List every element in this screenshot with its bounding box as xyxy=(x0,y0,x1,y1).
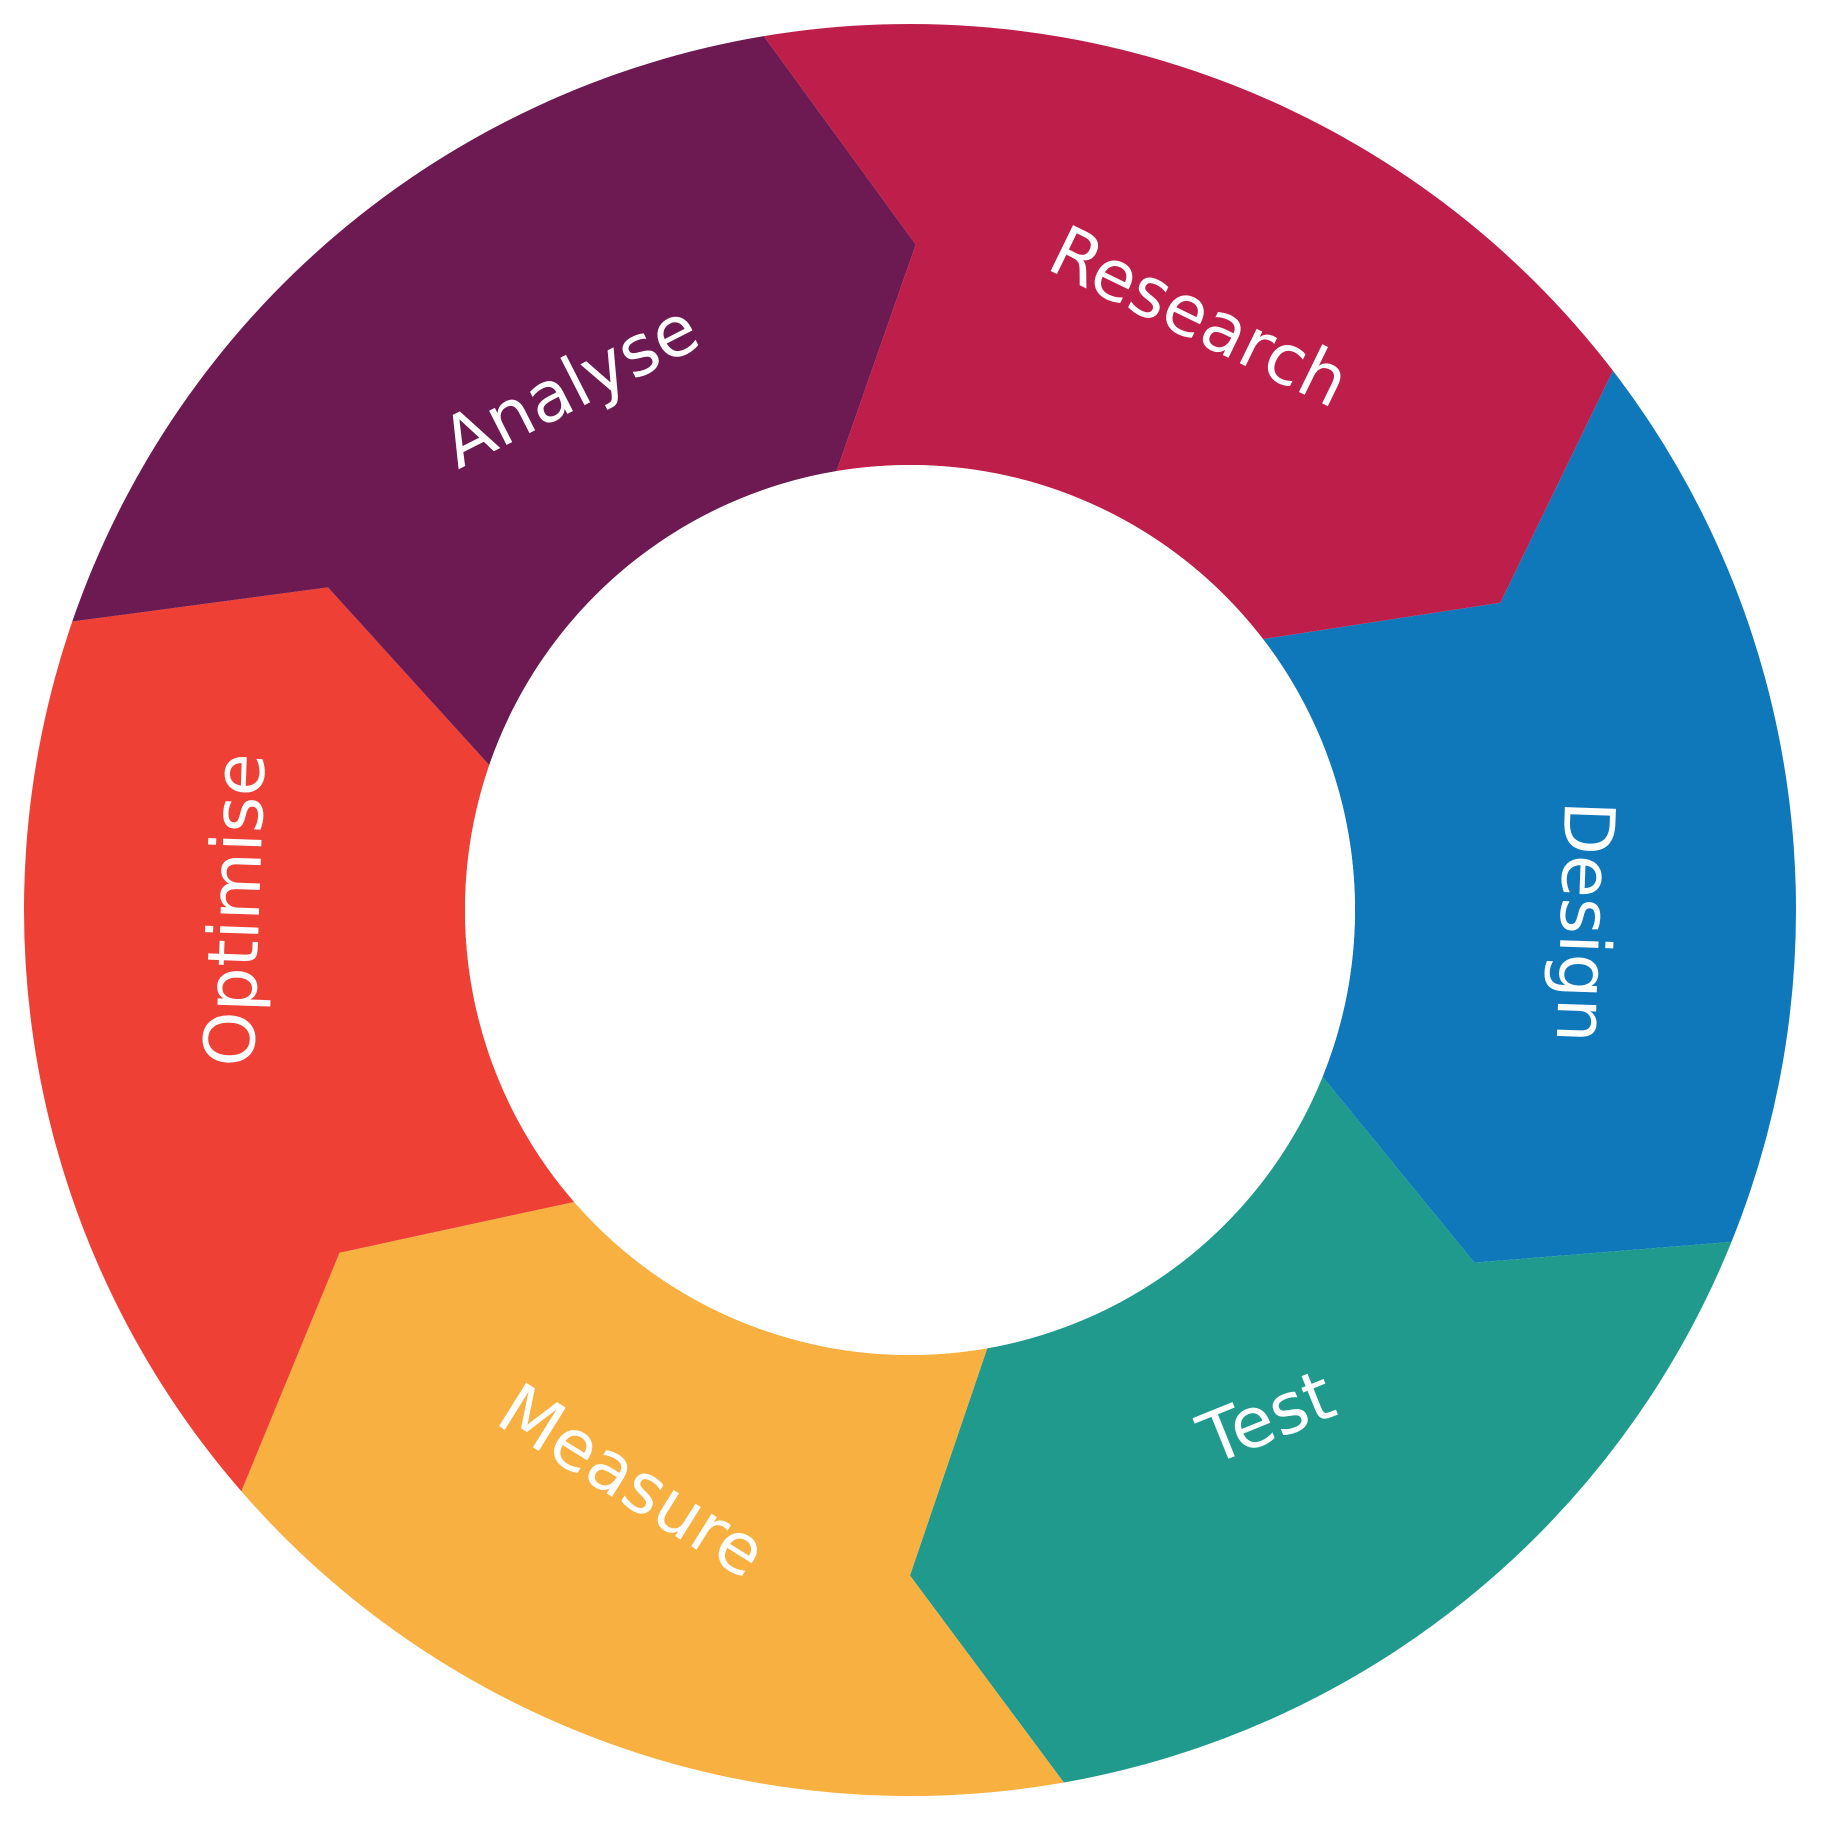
segment-analyse xyxy=(72,36,916,766)
segment-research xyxy=(763,24,1613,640)
label-optimise: Optimise xyxy=(189,752,282,1068)
segment-design xyxy=(1263,370,1797,1263)
segment-test xyxy=(910,1076,1732,1783)
center-hole xyxy=(465,465,1355,1355)
segment-measure xyxy=(241,1201,1064,1797)
label-design: Design xyxy=(1540,800,1630,1044)
cycle-segments xyxy=(23,24,1797,1797)
segment-optimise xyxy=(23,587,575,1492)
